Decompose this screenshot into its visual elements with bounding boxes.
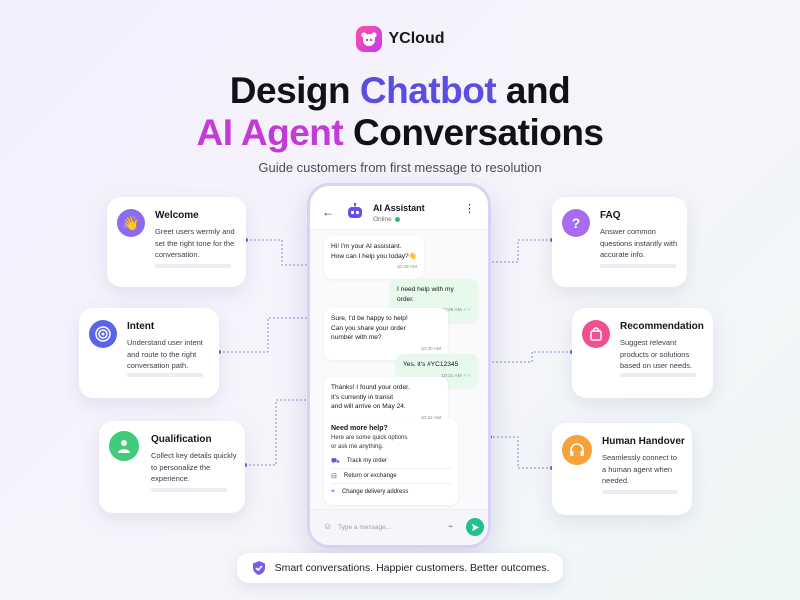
headline-line-1: Design Chatbot and — [0, 70, 800, 112]
placeholder-line — [155, 264, 231, 268]
message-text: Yes, it's #YC12345 — [403, 361, 459, 368]
quick-reply-list: ⛟ Track my order ⊟ Return or exchange ⌖ … — [331, 454, 451, 499]
placeholder-line — [620, 373, 696, 377]
assistant-name: AI Assistant — [373, 203, 425, 213]
headline-text: Design — [229, 70, 360, 111]
card-qualification: Qualification Collect key details quickl… — [99, 421, 245, 513]
quick-reply-return[interactable]: ⊟ Return or exchange — [331, 469, 451, 484]
message-time: 10:28 AM — [396, 265, 417, 270]
card-description: Collect key details quickly to personali… — [151, 451, 237, 483]
status-text: Online — [373, 216, 392, 223]
message-input[interactable] — [338, 518, 448, 536]
placeholder-line — [600, 264, 676, 268]
quick-replies: Need more help? Here are some quick opti… — [324, 419, 458, 505]
quick-replies-subtitle: Here are some quick options or ask me an… — [331, 435, 408, 450]
quick-reply-change-address[interactable]: ⌖ Change delivery address — [331, 484, 451, 499]
placeholder-line — [127, 373, 203, 377]
quick-reply-track-order[interactable]: ⛟ Track my order — [331, 454, 451, 469]
tagline-text: Smart conversations. Happier customers. … — [274, 562, 550, 574]
chat-header: ← AI Assistant Online ⋮ — [310, 186, 488, 230]
message-text: Hi! I'm your AI assistant. How can I hel… — [331, 243, 417, 260]
user-icon — [109, 431, 139, 461]
headline-text: and — [496, 70, 571, 111]
read-ticks-icon: ✓✓ — [462, 308, 471, 313]
card-description: Suggest relevant products or solutions b… — [620, 338, 693, 370]
location-pin-icon: ⌖ — [331, 487, 335, 495]
truck-icon: ⛟ — [331, 457, 340, 465]
message-text: I need help with my order. — [397, 286, 454, 303]
back-arrow-icon[interactable]: ← — [322, 205, 334, 219]
message-text: Thanks! I found your order. It's current… — [331, 384, 410, 410]
card-intent: Intent Understand user intent and route … — [79, 308, 219, 398]
phone-mockup: ← AI Assistant Online ⋮ Hi! I'm your AI … — [307, 183, 491, 548]
card-description: Greet users wermly and set the right ton… — [155, 227, 235, 259]
subtitle: Guide customers from first message to re… — [258, 160, 542, 175]
card-title: Human Handover — [602, 436, 685, 447]
message-composer: ☺ ⌁ — [310, 509, 488, 545]
headline-line-2: AI Agent Conversations — [0, 112, 800, 154]
message-text: Sure, I'd be happy to help! Can you shar… — [331, 315, 408, 341]
emoji-icon[interactable]: ☺ — [323, 521, 333, 531]
brand-name: YCloud — [388, 30, 445, 47]
card-recommendation: Recommendation Suggest relevant products… — [572, 308, 713, 398]
card-title: Qualification — [151, 434, 212, 445]
return-box-icon: ⊟ — [331, 473, 337, 480]
quick-reply-label: Return or exchange — [343, 473, 397, 479]
headset-icon — [562, 435, 592, 465]
question-icon: ? — [562, 209, 590, 237]
send-icon — [471, 523, 479, 531]
shield-check-icon — [252, 561, 265, 575]
placeholder-line — [602, 490, 678, 494]
card-title: Welcome — [155, 210, 199, 221]
card-human-handover: Human Handover Seamlessly connect to a h… — [552, 423, 692, 515]
quick-reply-label: Track my order — [346, 458, 387, 464]
quick-replies-title: Need more help? — [331, 425, 388, 432]
card-title: Intent — [127, 321, 155, 332]
online-status: Online — [373, 216, 400, 223]
message-bot-2: Sure, I'd be happy to help! Can you shar… — [324, 308, 448, 360]
quick-reply-label: Change delivery address — [341, 488, 409, 495]
message-time: 10:30 AM — [420, 346, 441, 352]
card-title: FAQ — [600, 210, 621, 221]
read-ticks-icon: ✓✓ — [462, 373, 471, 379]
card-description: Understand user intent and route to the … — [127, 338, 203, 370]
shopping-bag-icon — [582, 320, 610, 348]
ycloud-logo-icon — [355, 26, 382, 52]
headline-text: Conversations — [343, 112, 604, 153]
more-options-icon[interactable]: ⋮ — [464, 203, 475, 215]
message-time-row: 10:31 AM ✓✓ — [403, 372, 471, 382]
message-time: 10:32 AM — [420, 415, 441, 421]
tagline-banner: Smart conversations. Happier customers. … — [237, 553, 563, 583]
message-time: 10:31 AM — [441, 373, 462, 379]
online-dot — [394, 216, 400, 222]
waving-hand-icon: 👋 — [117, 209, 145, 237]
card-title: Recommendation — [620, 321, 704, 332]
card-welcome: 👋 Welcome Greet users wermly and set the… — [107, 197, 246, 287]
card-description: Seamlessly connect to a human agent when… — [602, 453, 678, 485]
send-button[interactable] — [466, 518, 484, 536]
placeholder-line — [151, 488, 227, 492]
headline-accent-chatbot: Chatbot — [359, 70, 497, 111]
brand: YCloud — [0, 26, 800, 52]
message-bot-1: Hi! I'm your AI assistant. How can I hel… — [324, 236, 424, 279]
bot-avatar-icon — [348, 203, 362, 218]
card-faq: ? FAQ Answer common questions instantly … — [552, 197, 687, 287]
message-time-row: 10:29 AM ✓✓ — [397, 306, 471, 316]
message-time: 10:29 AM — [441, 308, 462, 313]
headline-accent-ai-agent: AI Agent — [196, 112, 344, 153]
target-icon — [89, 320, 117, 348]
attach-icon[interactable]: ⌁ — [448, 521, 454, 531]
card-description: Answer common questions instantly with a… — [600, 227, 678, 259]
